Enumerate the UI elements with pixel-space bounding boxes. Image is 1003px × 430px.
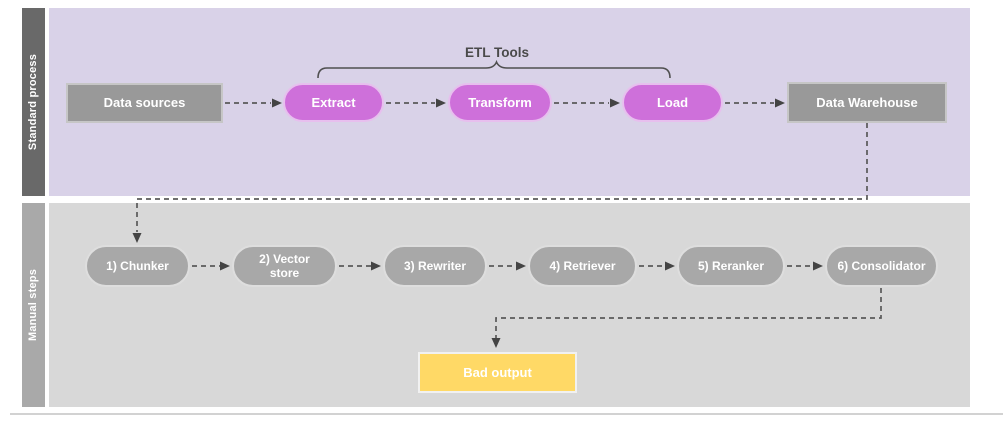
etl-tools-label: ETL Tools <box>465 45 529 60</box>
node-extract: Extract <box>283 83 384 122</box>
node-bad-output: Bad output <box>418 352 577 393</box>
node-load: Load <box>622 83 723 122</box>
node-load-label: Load <box>656 94 689 110</box>
node-vector-store: 2) Vector store <box>232 245 337 287</box>
node-vector-store-label: 2) Vector store <box>259 251 310 280</box>
node-bad-output-label: Bad output <box>463 364 532 380</box>
node-data-sources: Data sources <box>66 83 223 123</box>
node-extract-label: Extract <box>311 94 356 110</box>
node-transform: Transform <box>448 83 552 122</box>
lane-label-manual-steps: Manual steps <box>22 203 45 407</box>
lane-label-manual-text: Manual steps <box>27 268 40 342</box>
node-rewriter-label: 3) Rewriter <box>403 258 467 273</box>
node-chunker-label: 1) Chunker <box>106 258 169 273</box>
node-rewriter: 3) Rewriter <box>383 245 487 287</box>
node-reranker-label: 5) Reranker <box>697 258 765 273</box>
node-consolidator-label: 6) Consolidator <box>837 258 926 273</box>
node-retriever: 4) Retriever <box>528 245 637 287</box>
node-retriever-label: 4) Retriever <box>549 258 616 273</box>
lane-label-standard-process: Standard process <box>22 8 45 196</box>
node-reranker: 5) Reranker <box>677 245 785 287</box>
node-transform-label: Transform <box>468 94 532 110</box>
lane-label-standard-text: Standard process <box>27 53 40 151</box>
bottom-divider <box>10 413 1003 415</box>
node-data-warehouse: Data Warehouse <box>787 82 947 123</box>
node-data-warehouse-label: Data Warehouse <box>816 94 918 110</box>
node-chunker: 1) Chunker <box>85 245 190 287</box>
node-data-sources-label: Data sources <box>103 95 186 111</box>
node-consolidator: 6) Consolidator <box>825 245 938 287</box>
